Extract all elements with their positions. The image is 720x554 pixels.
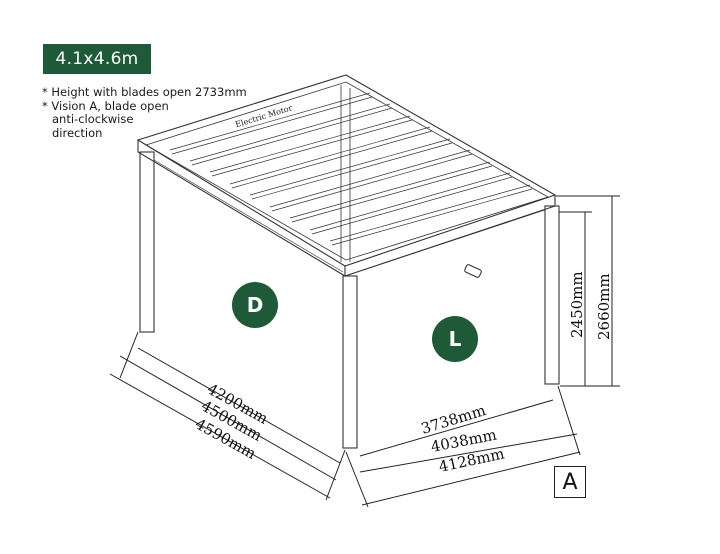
size-badge: 4.1x4.6m [43,44,151,74]
post-front [342,275,358,449]
dim-height-clear: 2450mm [568,271,586,338]
note-height: * Height with blades open 2733mm [42,85,247,99]
notes: * Height with blades open 2733mm * Visio… [42,85,247,140]
remote-icon [464,264,482,278]
width-dimensions [345,385,581,508]
note-vision-2: anti-clockwise [52,112,134,126]
side-l-marker: L [432,316,478,362]
note-vision: * Vision A, blade open [42,98,169,113]
dim-height-total: 2660mm [595,273,613,340]
side-d-marker: D [232,282,278,328]
pergola-structure [136,74,560,449]
view-a-label: A [554,466,586,498]
note-vision-3: direction [52,125,103,140]
post-right [544,205,560,385]
roof-frame [136,74,557,267]
depth-dimensions [109,331,346,501]
roof-blades [169,92,533,246]
height-dimensions [556,195,620,387]
roof-inner-frame [145,81,549,261]
post-left [139,151,155,333]
roof-fascia [137,140,556,277]
